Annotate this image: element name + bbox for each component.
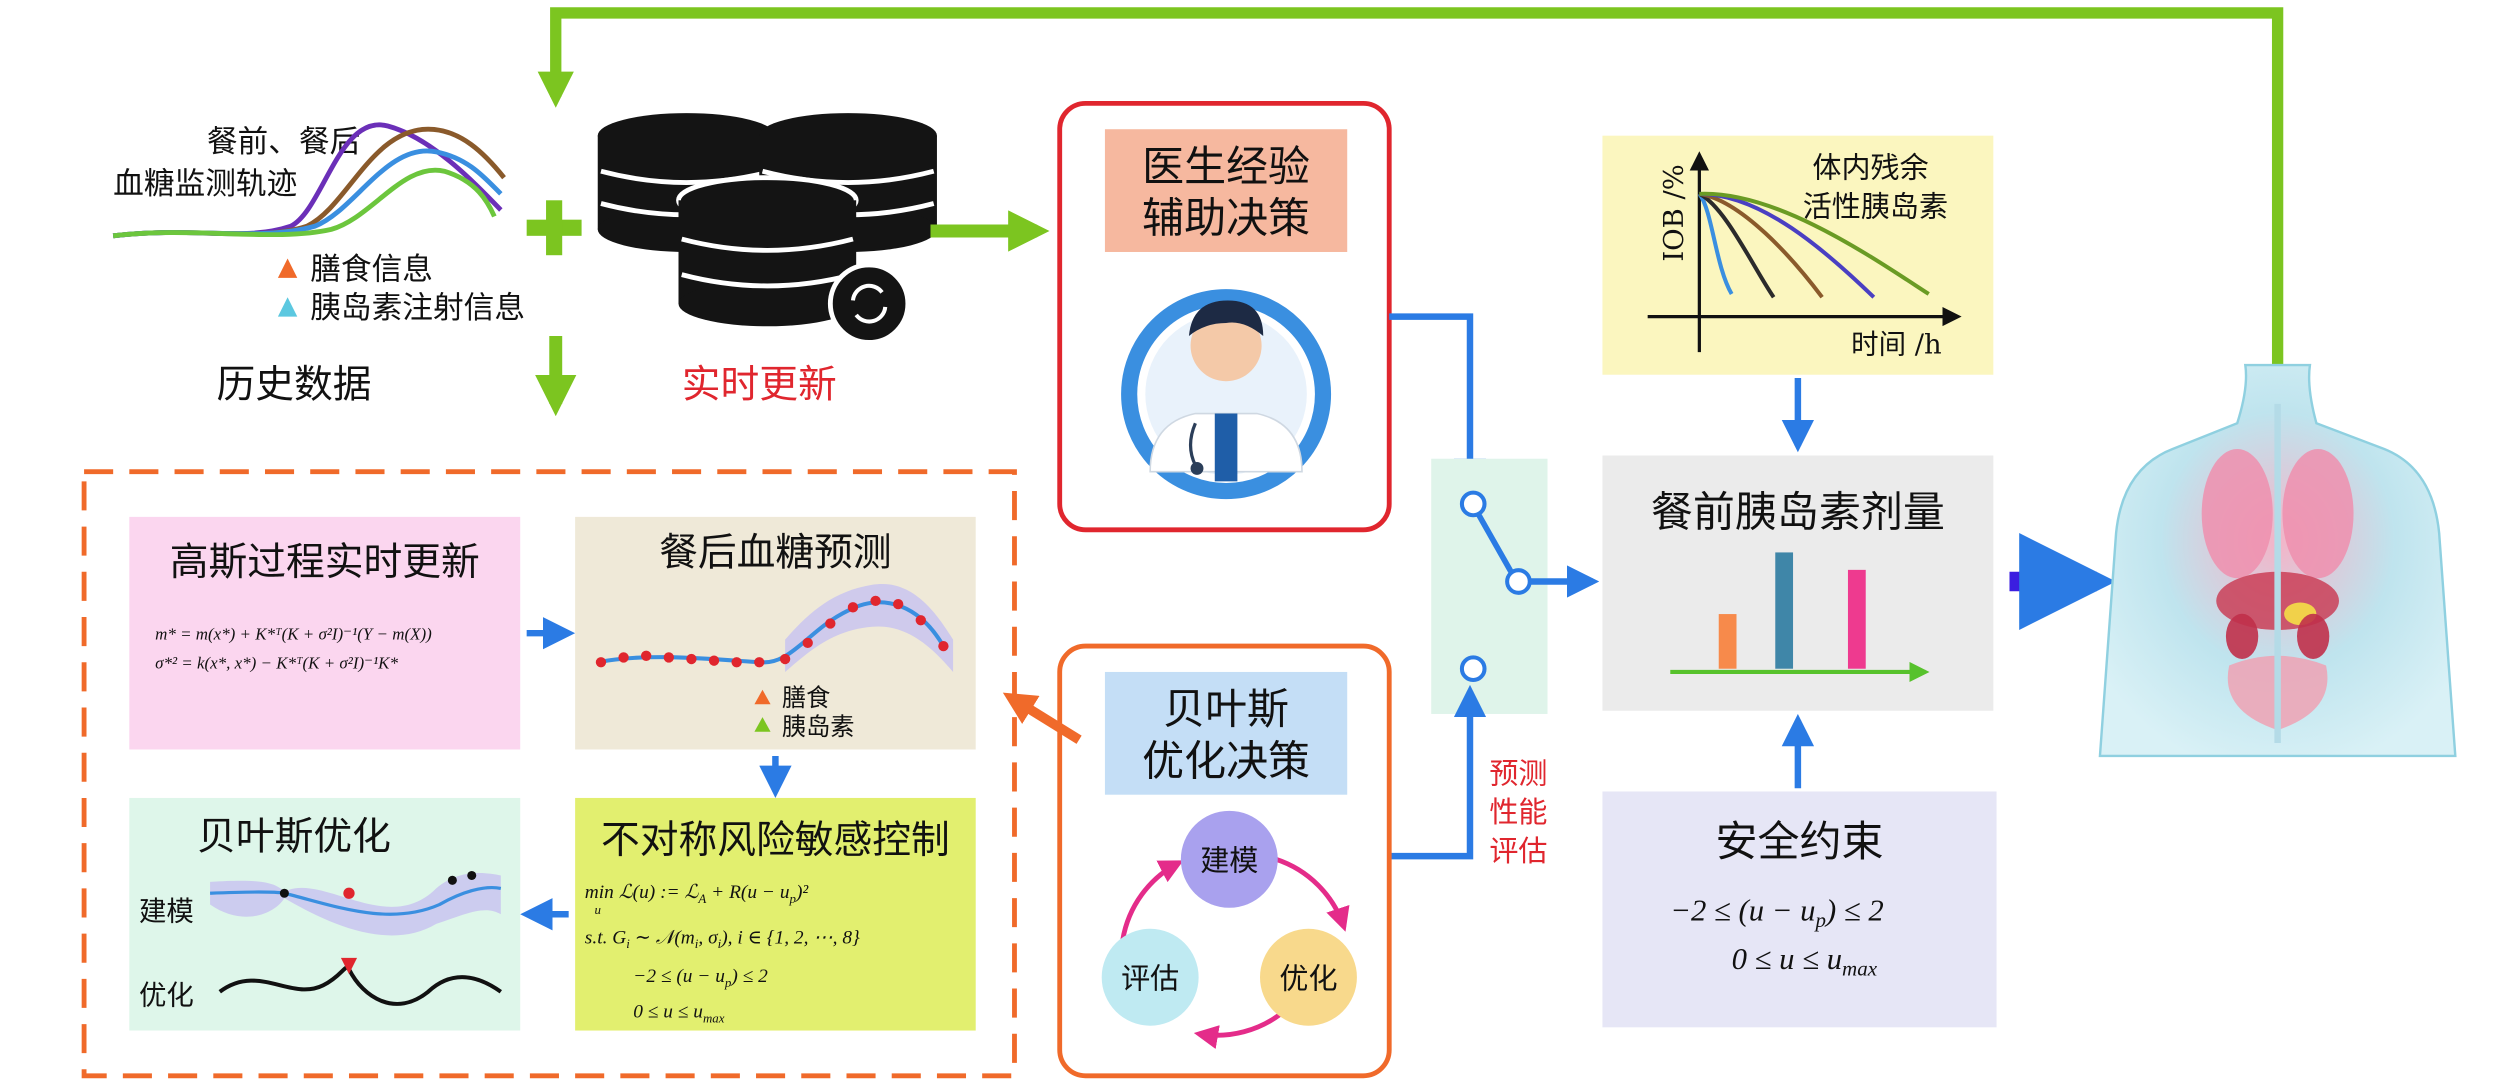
switch-label-1: 预测 [1489,756,1547,790]
dose-bars [1718,552,1866,669]
iob-curve-1 [1697,192,1734,296]
iob-ylabel: IOB /% [1659,164,1690,262]
bayes-decision-title-1: 贝叶斯 [1163,685,1289,734]
bayes-to-controller-arrow [1002,692,1082,744]
bayes-to-switch-arrow [1389,684,1487,860]
gp-equation-2: σ*² = k(x*, x*) − K*ᵀ(K + σ²I)⁻¹K* [155,654,398,673]
history-curve-label-2: 血糖监测轨迹 [113,167,297,202]
cycle-label-model: 建模 [1200,844,1258,878]
dose-title: 餐前胰岛素剂量 [1651,488,1945,537]
iob-caption-1: 体内残余 [1812,151,1928,185]
bo-panel: 贝叶斯优化 建模 优化 [129,797,521,1031]
history-panel: 餐前、餐后 血糖监测轨迹 膳食信息 胰岛素注射信息 历史数据 [112,122,525,407]
gp-panel: 高斯过程实时更新 m* = m(x*) + K*ᵀ(K + σ²I)⁻¹(Y −… [129,516,521,750]
prediction-point [779,653,791,665]
controller-dashed-frame [81,469,1017,1079]
prediction-point [893,598,904,610]
switch-contact-top [1459,490,1487,518]
cycle-label-evaluate: 评估 [1121,962,1179,996]
safety-title: 安全约束 [1716,817,1884,866]
refresh-icon [827,262,911,345]
prediction-point [663,652,674,663]
switch-contact-bottom [1459,655,1487,683]
history-curve-label-1: 餐前、餐后 [207,125,360,160]
bo-model-label: 建模 [139,897,194,928]
switch-label-3: 评估 [1489,834,1547,868]
iob-curve-5 [1699,191,1930,296]
prediction-point [686,653,697,665]
plus-icon [526,200,582,256]
prediction-meal-icon [754,689,771,705]
human-torso-image [2098,363,2457,758]
iob-curve-2 [1698,192,1776,299]
prediction-legend-meal: 膳食 [782,684,830,712]
prediction-point [731,657,742,668]
control-panel: 不对称风险敏感控制 min ℒ(u) := ℒA + R(u − up)² u … [575,797,976,1031]
decision-switch [1431,458,1600,714]
cycle-node-optimize [1260,928,1357,1026]
prediction-points [595,595,949,668]
prediction-point [641,650,652,661]
bayes-decision-title-2: 优化决策 [1142,736,1310,785]
doctor-panel: 医生经验 辅助决策 [1057,100,1392,533]
control-constraint-1: s.t. Gi ∼ 𝒩(mi, σi), i ∈ {1, 2, ⋯, 8} [585,927,860,951]
iob-panel: IOB /% 时间 /h 体内残余 活性胰岛素 [1602,135,1994,375]
prediction-point [825,618,836,629]
gp-equation-1: m* = m(x*) + K*ᵀ(K + σ²I)⁻¹(Y − m(X)) [155,625,432,644]
control-objective: min ℒ(u) := ℒA + R(u − up)² [585,882,810,906]
safety-panel: 安全约束 −2 ≤ (u − up) ≤ 2 0 ≤ u ≤ umax [1602,791,1997,1028]
history-title: 历史数据 [217,362,372,407]
cycle-node-evaluate [1101,928,1199,1026]
switch-label-2: 性能 [1489,795,1547,829]
prediction-point [754,657,765,668]
prediction-insulin-icon [754,717,771,732]
bo-optimum-marker-icon [340,957,358,975]
cycle-label-optimize: 优化 [1279,962,1337,996]
bo-opt-label: 优化 [139,981,194,1012]
prediction-point [938,640,949,652]
prediction-point [618,652,629,663]
prediction-legend-insulin: 胰岛素 [782,713,855,741]
dose-bar [1718,614,1737,669]
prediction-panel: 餐后血糖预测 膳食 胰岛素 [575,516,976,750]
prediction-point [708,655,720,666]
prediction-point [802,637,813,649]
insulin-marker-icon [277,297,298,317]
dose-panel: 餐前胰岛素剂量 [1602,455,1994,711]
control-objective-under: u [595,902,601,917]
history-legend-insulin: 胰岛素注射信息 [310,291,525,326]
control-constraint-3: 0 ≤ u ≤ umax [633,1002,724,1026]
prediction-point [915,615,926,626]
bayes-decision-panel: 贝叶斯 优化决策 建模 优化 评估 [1057,643,1392,1079]
doctor-title-1: 医生经验 [1142,142,1310,191]
prediction-point [595,657,607,668]
safety-constraint-2: 0 ≤ u ≤ umax [1732,942,1878,980]
meal-marker-icon [277,258,298,278]
dose-bar [1775,552,1794,669]
prediction-title: 餐后血糖预测 [659,530,892,575]
dose-bar [1847,569,1866,669]
prediction-point [870,595,881,607]
history-legend-meal: 膳食信息 [310,252,433,287]
glucose-trace-green [112,167,497,239]
realtime-update-label: 实时更新 [682,362,837,407]
iob-curve-3 [1699,191,1824,299]
prediction-point [847,602,859,613]
doctor-title-2: 辅助决策 [1142,194,1310,243]
control-title: 不对称风险敏感控制 [601,818,950,863]
doctor-to-switch-arrow [1389,313,1487,492]
bo-title: 贝叶斯优化 [197,815,391,860]
control-constraint-2: −2 ≤ (u − up) ≤ 2 [633,966,768,990]
doctor-avatar-icon [1121,289,1332,500]
iob-caption-2: 活性胰岛素 [1803,189,1948,223]
cycle-node-model [1180,810,1278,908]
gp-title: 高斯过程实时更新 [170,540,480,585]
iob-xlabel: 时间 /h [1851,330,1942,361]
database-icon [597,113,937,345]
safety-constraint-1: −2 ≤ (u − up) ≤ 2 [1670,894,1883,932]
feedback-loop-arrow [537,7,2284,366]
